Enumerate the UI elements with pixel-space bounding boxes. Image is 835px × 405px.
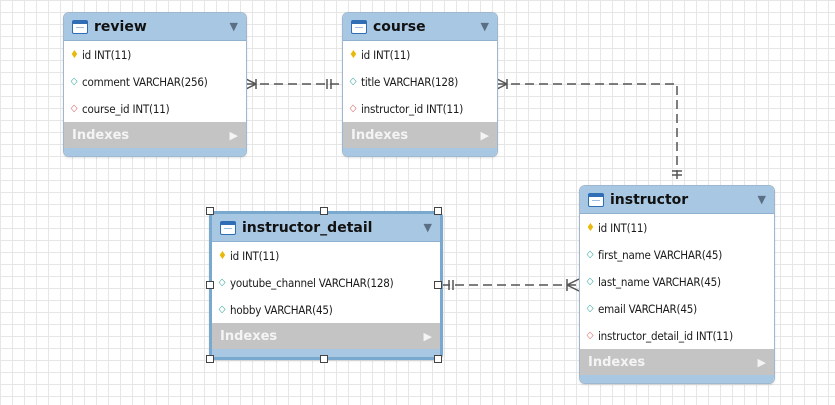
primary-key-icon: ♦: [218, 249, 227, 262]
table-title: instructor_detail: [242, 219, 373, 236]
table-footer: [212, 349, 440, 357]
resize-handle-top-left[interactable]: [206, 207, 214, 215]
column-row[interactable]: ♦ id INT(11): [580, 214, 774, 241]
attribute-icon: ◇: [586, 249, 594, 260]
table-footer: [64, 148, 246, 156]
attribute-icon: ◇: [218, 304, 226, 315]
column-row[interactable]: ♦ id INT(11): [64, 41, 246, 68]
indexes-section[interactable]: Indexes ▶: [64, 122, 246, 148]
foreign-key-icon: ◇: [349, 103, 357, 114]
table-title: instructor: [610, 191, 689, 208]
column-row[interactable]: ◇ first_name VARCHAR(45): [580, 241, 774, 268]
column-row[interactable]: ◇ comment VARCHAR(256): [64, 68, 246, 95]
expand-arrow-icon[interactable]: ▶: [229, 128, 238, 142]
column-row[interactable]: ◇ instructor_detail_id INT(11): [580, 322, 774, 349]
column-label: course_id INT(11): [82, 101, 170, 116]
table-header[interactable]: course ▼: [343, 13, 497, 41]
resize-handle-bottom-right[interactable]: [434, 355, 442, 363]
column-label: last_name VARCHAR(45): [598, 274, 721, 289]
collapse-arrow-icon[interactable]: ▼: [480, 20, 489, 33]
column-label: youtube_channel VARCHAR(128): [230, 275, 394, 290]
table-course[interactable]: course ▼ ♦ id INT(11) ◇ title VARCHAR(12…: [342, 12, 498, 157]
collapse-arrow-icon[interactable]: ▼: [229, 20, 238, 33]
indexes-section[interactable]: Indexes ▶: [212, 323, 440, 349]
table-footer: [580, 375, 774, 383]
column-label: comment VARCHAR(256): [82, 74, 208, 89]
resize-handle-middle-left[interactable]: [206, 281, 214, 289]
column-label: instructor_detail_id INT(11): [598, 328, 733, 343]
table-review[interactable]: review ▼ ♦ id INT(11) ◇ comment VARCHAR(…: [63, 12, 247, 157]
column-label: title VARCHAR(128): [361, 74, 459, 89]
resize-handle-top-right[interactable]: [434, 207, 442, 215]
column-row[interactable]: ♦ id INT(11): [212, 242, 440, 269]
column-label: first_name VARCHAR(45): [598, 247, 723, 262]
resize-handle-bottom-middle[interactable]: [320, 355, 328, 363]
column-row[interactable]: ♦ id INT(11): [343, 41, 497, 68]
expand-arrow-icon[interactable]: ▶: [480, 128, 489, 142]
attribute-icon: ◇: [349, 76, 357, 87]
column-row[interactable]: ◇ hobby VARCHAR(45): [212, 296, 440, 323]
column-row[interactable]: ◇ last_name VARCHAR(45): [580, 268, 774, 295]
attribute-icon: ◇: [586, 303, 594, 314]
column-row[interactable]: ◇ title VARCHAR(128): [343, 68, 497, 95]
indexes-label: Indexes: [72, 127, 130, 143]
collapse-arrow-icon[interactable]: ▼: [757, 193, 766, 206]
table-icon: [351, 19, 367, 34]
table-title: review: [94, 18, 147, 35]
primary-key-icon: ♦: [586, 221, 595, 234]
indexes-label: Indexes: [588, 354, 646, 370]
attribute-icon: ◇: [218, 277, 226, 288]
table-footer: [343, 148, 497, 156]
column-label: email VARCHAR(45): [598, 301, 697, 316]
indexes-label: Indexes: [220, 328, 278, 344]
column-row[interactable]: ◇ course_id INT(11): [64, 95, 246, 122]
column-label: instructor_id INT(11): [361, 101, 464, 116]
table-icon: [220, 220, 236, 235]
column-label: id INT(11): [598, 220, 648, 235]
relationship-course-instructor[interactable]: [496, 78, 682, 184]
table-title: course: [373, 18, 426, 35]
column-label: id INT(11): [361, 47, 411, 62]
foreign-key-icon: ◇: [586, 330, 594, 341]
table-instructor-detail[interactable]: instructor_detail ▼ ♦ id INT(11) ◇ youtu…: [209, 211, 443, 360]
collapse-arrow-icon[interactable]: ▼: [423, 221, 432, 234]
table-icon: [72, 19, 88, 34]
table-header[interactable]: instructor ▼: [580, 186, 774, 214]
resize-handle-middle-right[interactable]: [434, 281, 442, 289]
relationship-instructor-detail[interactable]: [441, 278, 580, 292]
table-icon: [588, 192, 604, 207]
column-label: id INT(11): [82, 47, 132, 62]
attribute-icon: ◇: [70, 76, 78, 87]
indexes-section[interactable]: Indexes ▶: [343, 122, 497, 148]
column-row[interactable]: ◇ instructor_id INT(11): [343, 95, 497, 122]
indexes-section[interactable]: Indexes ▶: [580, 349, 774, 375]
expand-arrow-icon[interactable]: ▶: [757, 355, 766, 369]
column-row[interactable]: ◇ email VARCHAR(45): [580, 295, 774, 322]
resize-handle-top-middle[interactable]: [320, 207, 328, 215]
attribute-icon: ◇: [586, 276, 594, 287]
column-label: id INT(11): [230, 248, 280, 263]
resize-handle-bottom-left[interactable]: [206, 355, 214, 363]
column-label: hobby VARCHAR(45): [230, 302, 333, 317]
primary-key-icon: ♦: [70, 48, 79, 61]
expand-arrow-icon[interactable]: ▶: [423, 329, 432, 343]
primary-key-icon: ♦: [349, 48, 358, 61]
table-header[interactable]: instructor_detail ▼: [212, 214, 440, 242]
column-row[interactable]: ◇ youtube_channel VARCHAR(128): [212, 269, 440, 296]
indexes-label: Indexes: [351, 127, 409, 143]
foreign-key-icon: ◇: [70, 103, 78, 114]
table-header[interactable]: review ▼: [64, 13, 246, 41]
relationship-review-course[interactable]: [245, 78, 340, 90]
table-instructor[interactable]: instructor ▼ ♦ id INT(11) ◇ first_name V…: [579, 185, 775, 384]
